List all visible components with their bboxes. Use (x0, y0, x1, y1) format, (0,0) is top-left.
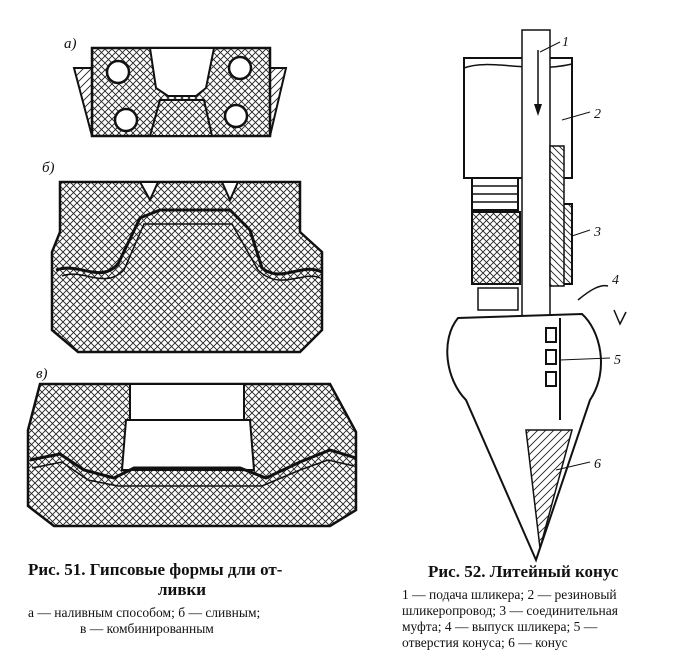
fig51-legend-line1: а — наливным способом; б — сливным; (28, 605, 261, 620)
fig51-title-line1: Рис. 51. Гипсовые формы дли от- (28, 560, 283, 579)
fig51-panel-a: а) (64, 36, 288, 138)
part-number-5: 5 (614, 353, 621, 368)
part-number-3: 3 (593, 225, 601, 240)
fig51-legend-line2: в — комбинированным (80, 621, 214, 636)
panel-label-b: б) (42, 160, 55, 176)
fig52-legend-line3: муфта; 4 — выпуск шликера; 5 — (402, 619, 598, 634)
fig51-panel-b: б) (42, 160, 324, 354)
part-number-6: 6 (594, 457, 601, 472)
part-number-4: 4 (612, 273, 619, 288)
fig52-title: Рис. 52. Литейный конус (428, 562, 619, 581)
part-number-2: 2 (594, 107, 601, 122)
part-number-1: 1 (562, 35, 569, 50)
fig51-title-line2: ливки (158, 580, 207, 599)
fig52-legend-line2: шликеропровод; 3 — соединительная (402, 603, 618, 618)
panel-label-c: в) (36, 366, 48, 382)
panel-label-a: а) (64, 36, 77, 52)
fig52-casting-cone: 1 2 3 4 5 6 (446, 29, 627, 563)
fig52-legend-line4: отверстия конуса; 6 — конус (402, 635, 568, 650)
fig51-panel-c: в) (26, 366, 358, 528)
fig52-legend-line1: 1 — подача шликера; 2 — резиновый (402, 587, 617, 602)
